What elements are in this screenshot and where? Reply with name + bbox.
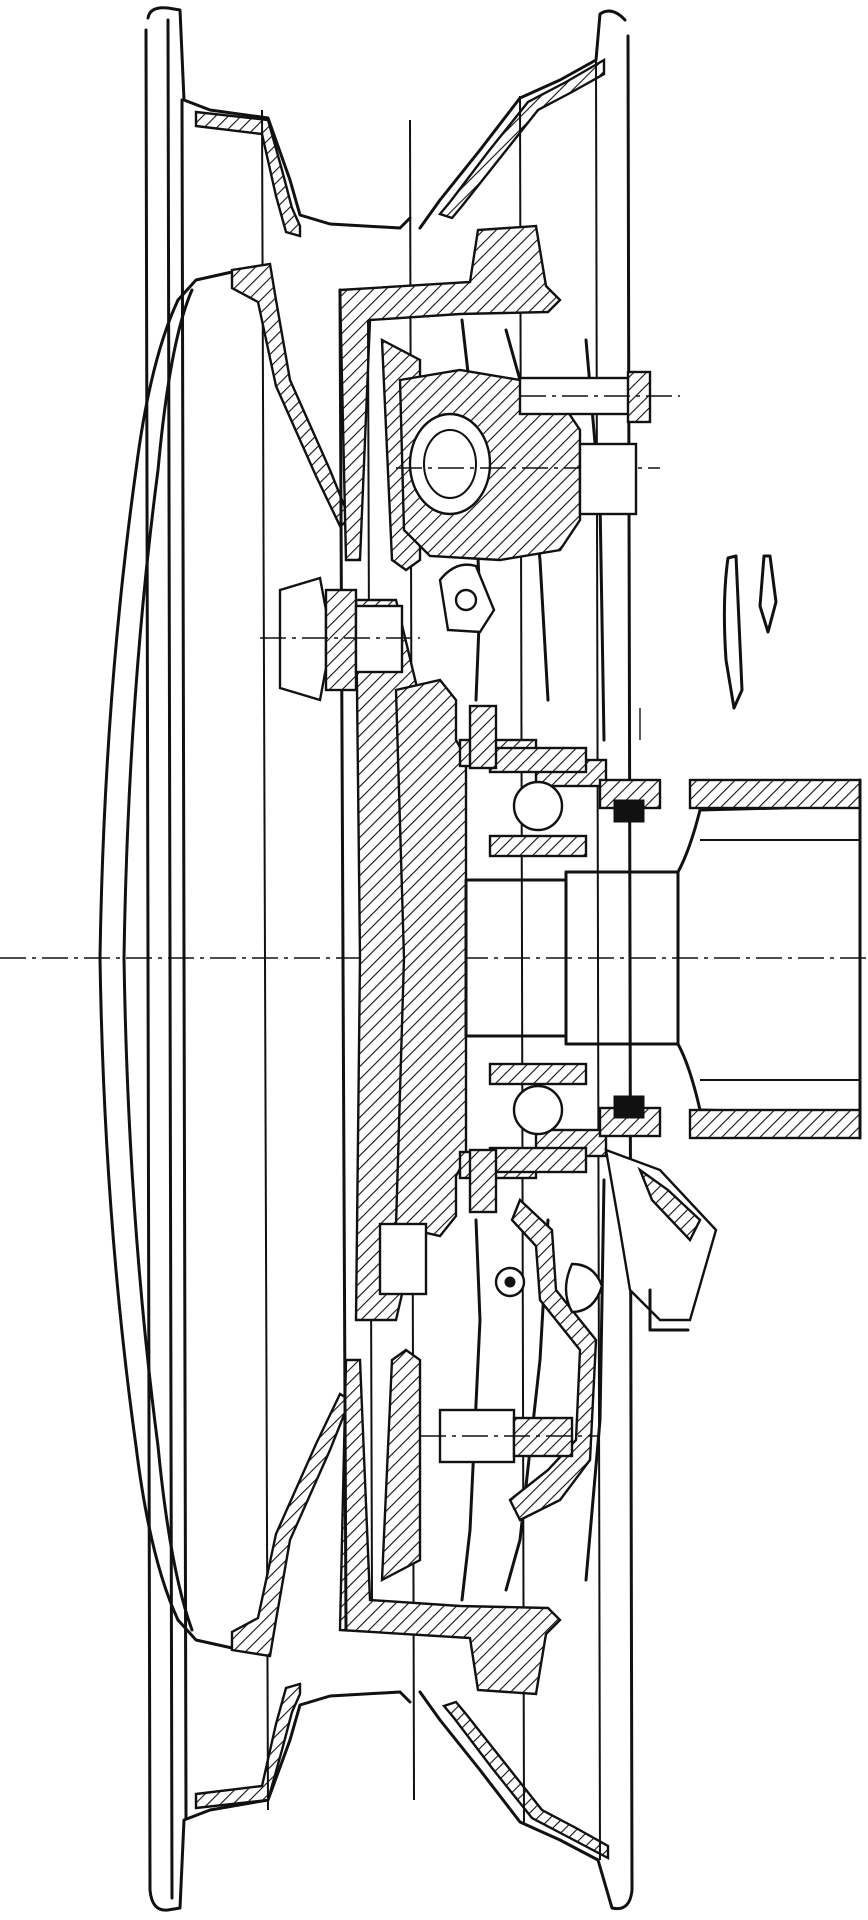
bleeder-valve [378, 1148, 718, 1464]
hub-cap [98, 262, 352, 1658]
detail-fragments [639, 554, 778, 740]
brake-cylinder [396, 368, 680, 562]
wheel-bearings [468, 704, 645, 1214]
wheel-nut [260, 563, 496, 702]
axle-shaft [464, 778, 862, 1140]
